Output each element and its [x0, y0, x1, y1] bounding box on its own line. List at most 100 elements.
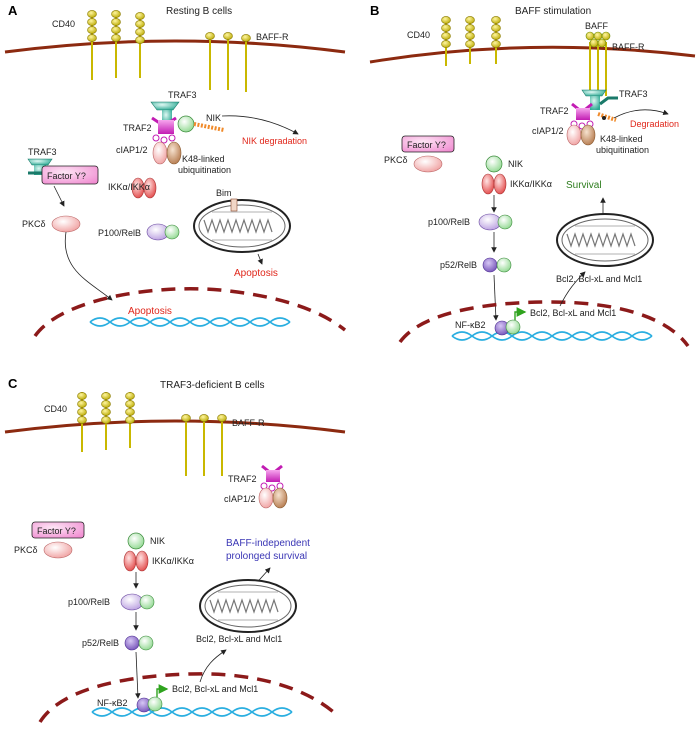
baffr-label: BAFF-R — [256, 32, 289, 42]
nik-node — [485, 155, 503, 173]
ikk-complex — [481, 173, 507, 195]
ubiquitination-label: ubiquitination — [596, 145, 649, 155]
pkcd-label: PKCδ — [14, 545, 38, 555]
panel-b-letter: B — [370, 3, 379, 18]
ciap-label: cIAP1/2 — [224, 494, 256, 504]
ikk-complex — [123, 550, 149, 572]
cd40-receptors — [441, 16, 501, 66]
p100-relb — [120, 593, 155, 611]
panel-b: B BAFF stimulation CD40 BAFF BAFF-R — [369, 3, 696, 348]
k48-label: K48-linked — [182, 154, 225, 164]
traf3-left-label: TRAF3 — [28, 147, 57, 157]
cd40-receptors — [77, 392, 135, 452]
baffr-receptors — [205, 32, 251, 92]
ciap-label: cIAP1/2 — [532, 126, 564, 136]
nik-label: NIK — [206, 113, 221, 123]
k48-label: K48-linked — [600, 134, 643, 144]
traf3-label: TRAF3 — [619, 89, 648, 99]
survival-label-line1: BAFF-independent — [226, 538, 310, 549]
p100-relb — [478, 213, 513, 231]
dna — [89, 317, 291, 327]
survival-label-line2: prolonged survival — [226, 551, 307, 562]
baffr-label: BAFF-R — [232, 418, 265, 428]
pkcd-node — [413, 155, 443, 173]
ikk-complex — [131, 177, 157, 199]
panel-c-title: TRAF3-deficient B cells — [160, 380, 264, 391]
pkcd-node — [51, 215, 81, 233]
mitochondrion — [556, 213, 654, 267]
panel-a-title: Resting B cells — [166, 6, 232, 17]
bcl-mito-label: Bcl2, Bcl-xL and Mcl1 — [556, 274, 642, 284]
nfkb2-label: NF-κB2 — [97, 698, 128, 708]
baffr-label: BAFF-R — [612, 42, 645, 52]
cd40-label: CD40 — [52, 19, 75, 29]
mitochondrion — [199, 579, 297, 633]
p52-relb — [482, 257, 512, 273]
survival-label: Survival — [566, 180, 602, 191]
dna — [451, 331, 653, 341]
apoptosis-mito-label: Apoptosis — [234, 268, 278, 279]
panel-a-letter: A — [8, 3, 18, 18]
ikk-label: IKKα/IKKα — [152, 556, 194, 566]
nik-label: NIK — [150, 536, 165, 546]
panel-c: C TRAF3-deficient B cells CD40 BAFF-R — [4, 376, 346, 723]
p52-relb — [124, 635, 154, 651]
dna — [91, 707, 293, 717]
traf2-ciap — [258, 464, 288, 509]
cd40-label: CD40 — [407, 30, 430, 40]
ikk-label: IKKα/IKKα — [108, 182, 150, 192]
bim-node — [230, 198, 238, 212]
traf2-label: TRAF2 — [540, 106, 569, 116]
panel-a: A Resting B cells CD40 BAFF-R — [4, 3, 347, 338]
factor-y-box — [31, 521, 85, 539]
nuclear-envelope — [398, 300, 690, 348]
nuclear-envelope — [33, 287, 347, 338]
cell-membrane — [369, 45, 696, 64]
nfkb2-label: NF-κB2 — [455, 320, 486, 330]
bcl-mito-label: Bcl2, Bcl-xL and Mcl1 — [196, 634, 282, 644]
nik-node — [127, 532, 145, 550]
cell-membrane — [4, 419, 346, 434]
mitochondrion — [193, 199, 291, 253]
traf-complex — [150, 101, 225, 165]
ciap-label: cIAP1/2 — [116, 145, 148, 155]
pkcd-label: PKCδ — [22, 219, 46, 229]
apoptosis-nuc-label: Apoptosis — [128, 306, 172, 317]
cell-membrane — [4, 39, 346, 54]
cd40-receptors — [87, 10, 145, 80]
traf-complex — [566, 89, 618, 146]
pkcd-label: PKCδ — [384, 155, 408, 165]
p100-relb — [146, 223, 180, 241]
p52-label: p52/RelB — [82, 638, 119, 648]
baff-label: BAFF — [585, 21, 609, 31]
cd40-label: CD40 — [44, 404, 67, 414]
factor-y-box — [401, 135, 455, 153]
p100-label: p100/RelB — [428, 217, 470, 227]
factor-y-label: Factor Y? — [407, 140, 446, 150]
pkcd-node — [43, 541, 73, 559]
panel-c-letter: C — [8, 376, 18, 391]
nik-degradation-label: NIK degradation — [242, 136, 307, 146]
ikk-label: IKKα/IKKα — [510, 179, 552, 189]
bcl-nuc-label: Bcl2, Bcl-xL and Mcl1 — [172, 684, 258, 694]
baffr-receptors — [585, 31, 611, 96]
traf3-factor-y — [27, 158, 99, 185]
traf3-top-label: TRAF3 — [168, 90, 197, 100]
ubiquitination-label: ubiquitination — [178, 165, 231, 175]
panel-b-title: BAFF stimulation — [515, 6, 591, 17]
factor-y-label: Factor Y? — [37, 526, 76, 536]
nuclear-envelope — [38, 672, 340, 723]
nfkb2-complex — [494, 319, 521, 336]
nik-label: NIK — [508, 159, 523, 169]
traf2-label: TRAF2 — [123, 123, 152, 133]
factor-y-label: Factor Y? — [47, 171, 86, 181]
p100-label: P100/RelB — [98, 228, 141, 238]
bim-label: Bim — [216, 188, 232, 198]
nfkb2-complex — [136, 696, 163, 713]
p100-label: p100/RelB — [68, 597, 110, 607]
bcl-nuc-label: Bcl2, Bcl-xL and Mcl1 — [530, 308, 616, 318]
degradation-label: Degradation — [630, 119, 679, 129]
traf2-label: TRAF2 — [228, 474, 257, 484]
p52-label: p52/RelB — [440, 260, 477, 270]
